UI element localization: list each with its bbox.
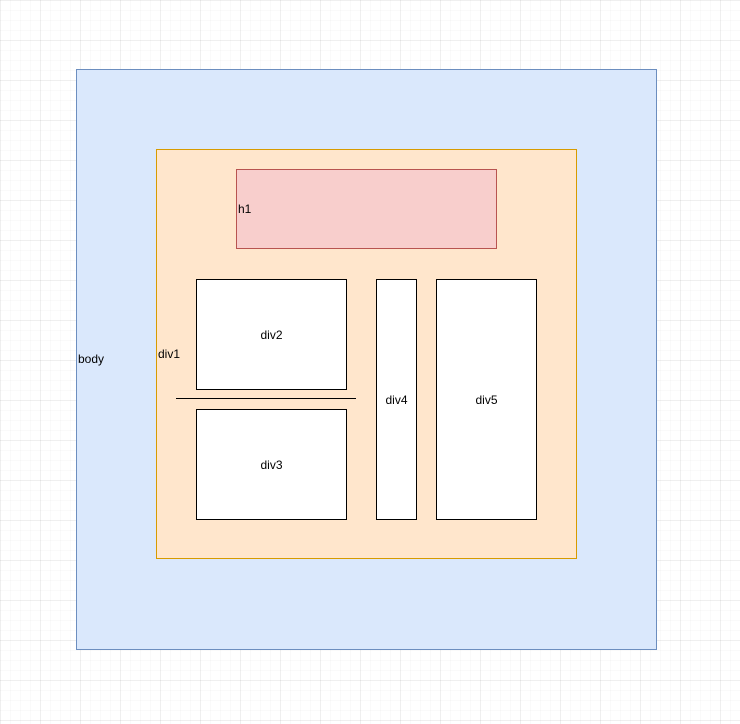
div1-label: div1 [158, 347, 181, 361]
div4-block[interactable]: div4 [376, 279, 417, 520]
div2-label: div2 [260, 327, 283, 342]
body-label: body [78, 352, 105, 366]
div4-label: div4 [385, 392, 408, 407]
div5-label: div5 [475, 392, 498, 407]
h1-block[interactable] [236, 169, 497, 249]
h1-label: h1 [238, 202, 252, 216]
div3-label: div3 [260, 457, 283, 472]
div5-block[interactable]: div5 [436, 279, 537, 520]
div2-block[interactable]: div2 [196, 279, 347, 390]
divider-line[interactable] [176, 398, 356, 399]
div3-block[interactable]: div3 [196, 409, 347, 520]
